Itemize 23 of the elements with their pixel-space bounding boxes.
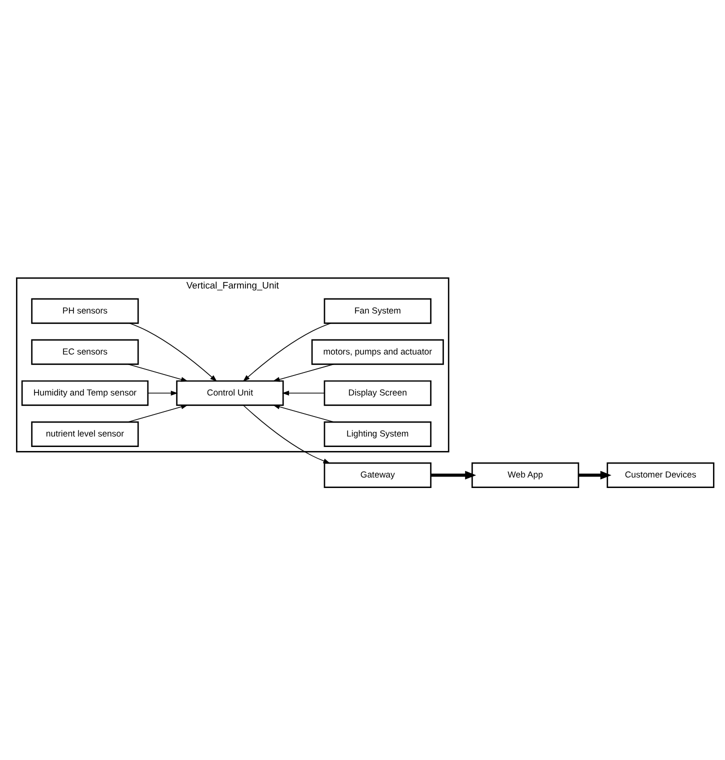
arrow — [128, 364, 188, 382]
arrow — [272, 364, 334, 382]
arrow — [148, 390, 178, 396]
node-box: nutrient level sensor — [31, 421, 139, 447]
node-box: EC sensors — [31, 339, 139, 365]
arrow — [578, 470, 612, 480]
node-box: Web App — [472, 462, 580, 488]
arrow — [242, 322, 332, 382]
arrow — [129, 322, 218, 382]
node-box: Humidity and Temp sensor — [21, 380, 149, 406]
node-box: motors, pumps and actuator — [311, 339, 444, 365]
node-box: PH sensors — [31, 298, 139, 324]
arrow — [243, 404, 330, 464]
node-box: Customer Devices — [606, 462, 714, 488]
arrow — [128, 404, 188, 422]
node-box: Display Screen — [324, 380, 432, 406]
node-box: Lighting System — [324, 421, 432, 447]
arrow — [272, 404, 334, 422]
arrow — [282, 390, 325, 396]
node-box: Control Unit — [176, 380, 284, 406]
node-box: Fan System — [324, 298, 432, 324]
node-box: Gateway — [324, 462, 432, 488]
arrow — [430, 470, 476, 480]
